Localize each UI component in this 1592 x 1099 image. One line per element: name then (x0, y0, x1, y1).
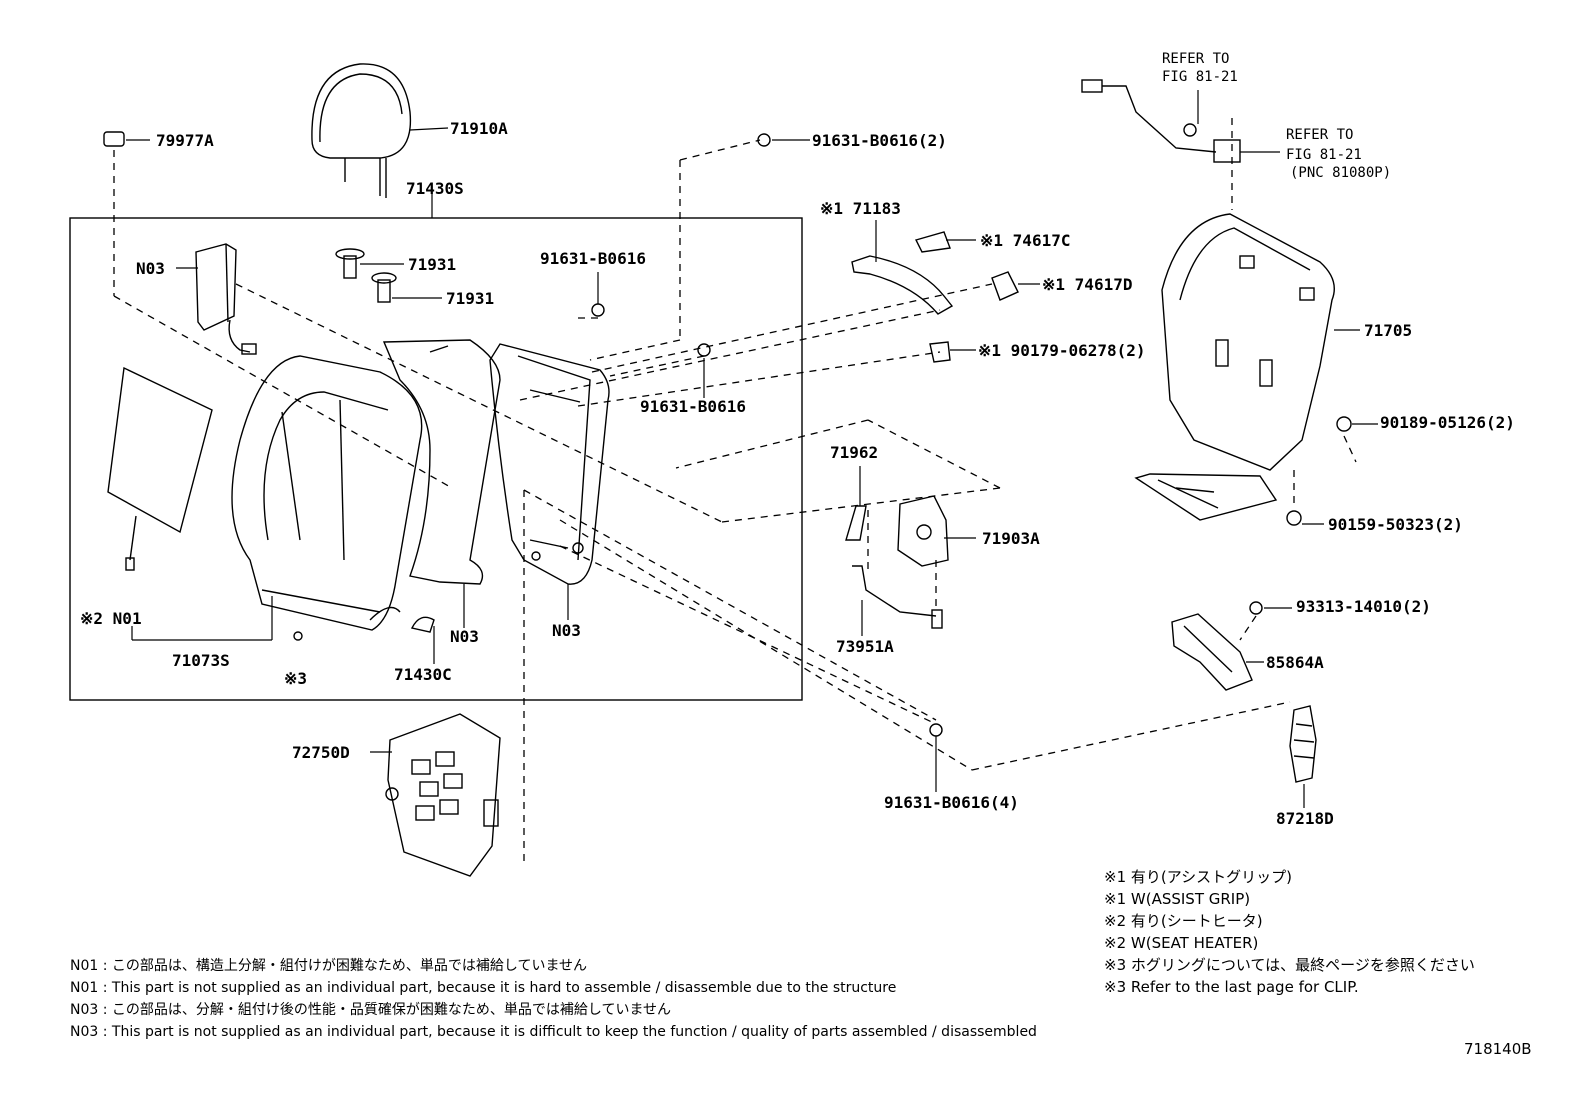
refer-to-1-line2: FIG 81-21 (1162, 69, 1238, 85)
note-n01-en: N01 : This part is not supplied as an in… (70, 980, 897, 996)
label-71183: ※1 71183 (820, 199, 901, 218)
lumbar-72750d-shape (385, 713, 501, 877)
clip-71430c-shape (410, 616, 435, 633)
label-71962: 71962 (830, 443, 879, 462)
label-90189-05126: 90189-05126(2) (1380, 413, 1515, 432)
legend-2-ja: ※2 有り(シートヒータ) (1104, 912, 1263, 930)
assist-grip-shape (851, 231, 1019, 363)
label-85864a: 85864A (1266, 653, 1324, 672)
assembly-box (69, 217, 803, 701)
label-79977a: 79977A (156, 131, 214, 150)
label-91631-b0616-top: 91631-B0616 (540, 249, 646, 268)
refer-to-1-line1: REFER TO (1162, 51, 1230, 67)
label-71903a: 71903A (982, 529, 1040, 548)
refer-to-2-line3: (PNC 81080P) (1290, 165, 1392, 181)
back-board-71705-shape (1134, 213, 1335, 521)
label-n01: ※2 N01 (80, 609, 142, 628)
label-72750d: 72750D (292, 743, 350, 762)
label-90179-06278: ※1 90179-06278(2) (978, 341, 1146, 360)
pad-n03-shape (382, 339, 501, 585)
label-90159-50323: 90159-50323(2) (1328, 515, 1463, 534)
hog-ring-shape (293, 631, 303, 641)
legend-1-ja: ※1 有り(アシストグリップ) (1104, 868, 1292, 886)
seat-frame-shape (489, 343, 610, 585)
note-n01-ja: N01 : この部品は、構造上分解・組付けが困難なため、単品では補給していません (70, 958, 588, 974)
figure-number: 718140B (1464, 1040, 1532, 1058)
label-mark-3: ※3 (284, 669, 308, 688)
label-71073s: 71073S (172, 651, 230, 670)
label-91631-b0616-4: 91631-B0616(4) (884, 793, 1019, 812)
note-n03-ja: N03 : この部品は、分解・組付け後の性能・品質確保が困難なため、単品では補給… (70, 1002, 672, 1018)
label-n03-frame: N03 (552, 621, 581, 640)
recliner-shape (845, 495, 949, 629)
seat-cover-shape (231, 355, 423, 631)
legend-1-en: ※1 W(ASSIST GRIP) (1104, 890, 1251, 908)
legend-2-en: ※2 W(SEAT HEATER) (1104, 934, 1259, 952)
legend-3-en: ※3 Refer to the last page for CLIP. (1104, 978, 1359, 996)
label-74617d: ※1 74617D (1042, 275, 1133, 294)
n03-side-panel-shape (195, 243, 257, 355)
heater-pad-shape (107, 366, 213, 571)
label-74617c: ※1 74617C (980, 231, 1071, 250)
label-71931-a: 71931 (408, 255, 457, 274)
label-n03-panel: N03 (136, 259, 165, 278)
refer-to-2-line1: REFER TO (1286, 127, 1354, 143)
label-93313-14010: 93313-14010(2) (1296, 597, 1431, 616)
label-91631-b0616-2: 91631-B0616(2) (812, 131, 947, 150)
refer-to-2-line2: FIG 81-21 (1286, 147, 1362, 163)
duct-85864a-shape (1171, 613, 1253, 691)
label-73951a: 73951A (836, 637, 894, 656)
bolt-shapes (591, 133, 1352, 737)
clip-79977a-shape (103, 131, 125, 147)
fastener-71931-shapes (335, 248, 397, 303)
label-87218d: 87218D (1276, 809, 1334, 828)
label-91631-b0616-mid: 91631-B0616 (640, 397, 746, 416)
label-n03-pad: N03 (450, 627, 479, 646)
note-n03-en: N03 : This part is not supplied as an in… (70, 1024, 1037, 1040)
wire-harness-shape (1081, 79, 1241, 163)
duct-87218d-shape (1289, 705, 1317, 783)
label-71430c: 71430C (394, 665, 452, 684)
headrest-shape (311, 63, 412, 198)
label-71430s: 71430S (406, 179, 464, 198)
label-71705: 71705 (1364, 321, 1413, 340)
label-71931-b: 71931 (446, 289, 495, 308)
label-71910a: 71910A (450, 119, 508, 138)
legend-3-ja: ※3 ホグリングについては、最終ページを参照ください (1104, 956, 1475, 974)
